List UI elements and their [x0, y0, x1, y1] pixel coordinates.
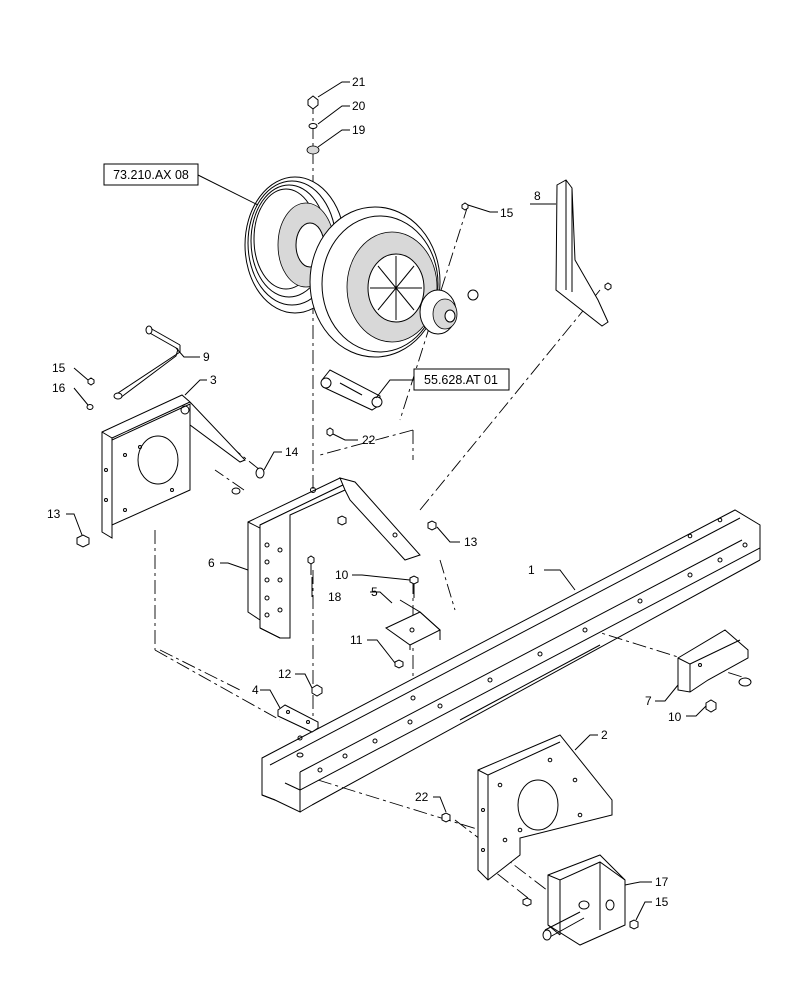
- callout-21: 21: [352, 75, 366, 89]
- callout-3: 3: [210, 373, 217, 387]
- bushing-mid: [231, 487, 241, 495]
- callout-7: 7: [645, 694, 652, 708]
- callout-6: 6: [208, 556, 215, 570]
- callout-19: 19: [352, 123, 366, 137]
- callout-16: 16: [52, 381, 66, 395]
- callout-15-top: 15: [500, 206, 514, 220]
- center-bracket: [247, 477, 421, 639]
- pulley-reference-text: 73.210.AX 08: [113, 168, 189, 182]
- right-small-bracket: [677, 629, 752, 693]
- tensioner-assembly: [320, 369, 383, 411]
- callout-17: 17: [655, 875, 669, 889]
- callout-15-bottom: 15: [655, 895, 669, 909]
- nut-12: [311, 684, 323, 697]
- bolt-13-mid: [427, 520, 437, 531]
- callout-4: 4: [252, 683, 259, 697]
- strip-plate: [277, 704, 319, 733]
- callout-labels: 21 20 19 8 15 9 3 15 16 14 22 13 13 6 1 …: [47, 75, 682, 909]
- assembly-lines: [154, 100, 753, 901]
- right-bearing-plate: [477, 734, 613, 881]
- callout-10-right: 10: [668, 710, 682, 724]
- bolt-15-top: [461, 202, 469, 211]
- bolt-21: [307, 95, 319, 110]
- main-beam: [261, 509, 761, 813]
- bolt-22-top: [326, 427, 334, 437]
- bolt-11: [394, 659, 404, 669]
- callout-10-top: 10: [335, 568, 349, 582]
- bolt-13-mid-2: [337, 515, 347, 526]
- bolt-18: [307, 555, 315, 565]
- callout-22-top: 22: [362, 433, 376, 447]
- pulley-reference[interactable]: 73.210.AX 08: [103, 163, 199, 186]
- small-bracket: [385, 599, 441, 650]
- callout-8: 8: [534, 189, 541, 203]
- callout-9: 9: [203, 350, 210, 364]
- callout-14: 14: [285, 445, 299, 459]
- callout-2: 2: [601, 728, 608, 742]
- pin-14: [255, 467, 265, 479]
- tensioner-reference-text: 55.628.AT 01: [424, 373, 498, 387]
- nut-bottom: [522, 897, 532, 907]
- bolt-22-bottom: [441, 812, 451, 823]
- washer-19: [306, 145, 320, 155]
- nut-13-left: [76, 534, 90, 548]
- callout-15-left: 15: [52, 361, 66, 375]
- handle: [113, 325, 181, 400]
- left-bearing-plate: [101, 394, 246, 539]
- tensioner-reference[interactable]: 55.628.AT 01: [413, 368, 510, 391]
- washer-20: [308, 123, 318, 129]
- callout-13-left: 13: [47, 507, 61, 521]
- callout-5: 5: [371, 585, 378, 599]
- washer-16: [86, 404, 94, 410]
- shield-plate: [555, 179, 609, 327]
- pulley-assembly: [244, 176, 479, 358]
- bearing-block: [542, 854, 626, 946]
- bolt-8: [604, 282, 612, 291]
- nut-15-bottom: [629, 919, 639, 930]
- bolt-15-left: [87, 377, 95, 386]
- callout-1: 1: [528, 563, 535, 577]
- hardware: [76, 95, 717, 930]
- callout-22-bottom: 22: [415, 790, 429, 804]
- callout-20: 20: [352, 99, 366, 113]
- bolt-10-top: [409, 575, 419, 585]
- reference-boxes: 73.210.AX 08 55.628.AT 01: [103, 163, 510, 391]
- callout-11: 11: [350, 633, 363, 647]
- leader-lines: [66, 81, 707, 921]
- callout-18: 18: [328, 590, 342, 604]
- callout-13-mid: 13: [464, 535, 478, 549]
- callout-12: 12: [278, 667, 292, 681]
- nut-10-right: [705, 699, 717, 713]
